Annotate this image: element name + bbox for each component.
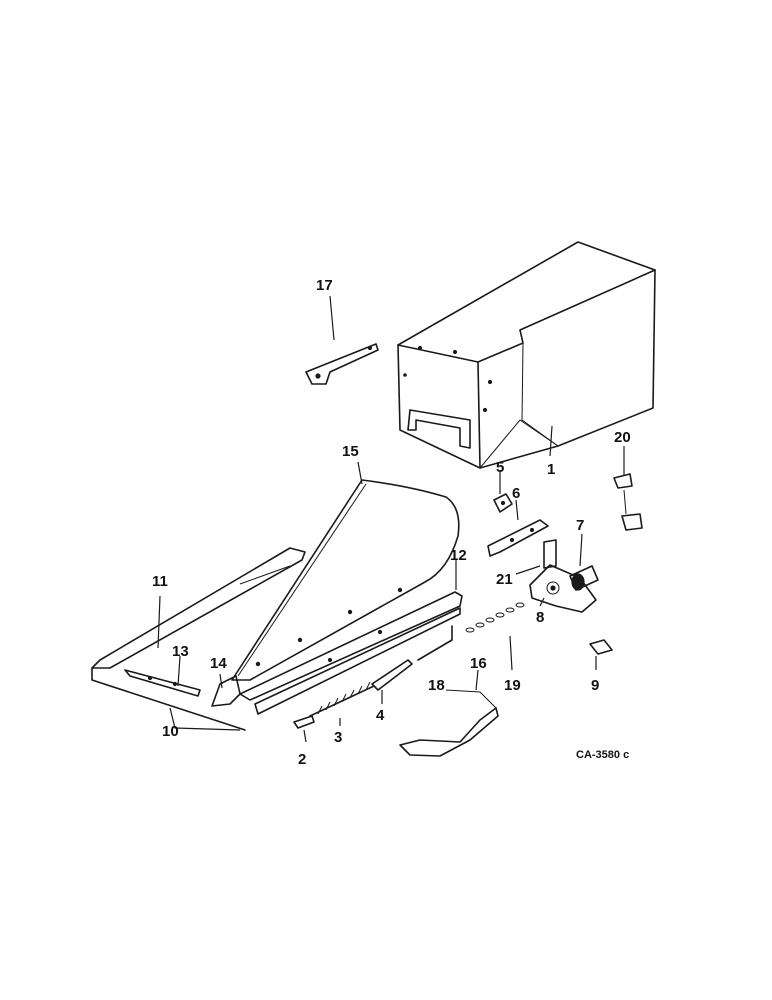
callout-2: 2: [298, 751, 306, 768]
part-plate-9: [589, 639, 613, 655]
callout-13: 13: [172, 643, 189, 660]
part-side-rail-12: [239, 591, 463, 715]
drawing-code: CA-3580 c: [576, 749, 629, 761]
part-rod-18: [417, 625, 453, 661]
callout-5: 5: [496, 459, 504, 476]
part-point-14: [211, 675, 241, 707]
part-chain-19: [465, 602, 525, 633]
part-hardware-20: [613, 473, 643, 531]
leader-lines: [157, 295, 625, 743]
part-plate-21: [543, 539, 557, 569]
part-skid-16: [399, 689, 499, 757]
callout-8: 8: [536, 609, 544, 626]
callout-16: 16: [470, 655, 487, 672]
callout-20: 20: [614, 429, 631, 446]
part-cone-shield: [231, 479, 460, 681]
callout-9: 9: [591, 677, 599, 694]
part-base-frame: [91, 547, 306, 731]
part-pin-2: [293, 715, 315, 729]
part-roller-7: [569, 565, 599, 591]
callout-1: 1: [547, 461, 555, 478]
callout-18: 18: [428, 677, 445, 694]
callout-labels: 17 1 15 11 12 13 14 10 2 3 4 5 6 7 21 8 …: [152, 277, 631, 768]
part-bracket-17: [305, 343, 379, 385]
callout-4: 4: [376, 707, 385, 724]
part-hood-housing: [397, 241, 656, 469]
callout-11: 11: [152, 573, 168, 590]
callout-21: 21: [496, 571, 513, 588]
part-bracket-6: [487, 519, 549, 557]
callout-19: 19: [504, 677, 521, 694]
callout-7: 7: [576, 517, 584, 534]
callout-15: 15: [342, 443, 359, 460]
part-gearbox-8: [529, 564, 597, 613]
callout-3: 3: [334, 729, 342, 746]
part-rod-4: [371, 659, 413, 691]
part-bracket-5: [493, 493, 513, 513]
callout-12: 12: [450, 547, 467, 564]
callout-6: 6: [512, 485, 520, 502]
callout-17: 17: [316, 277, 333, 294]
callout-10: 10: [162, 723, 179, 740]
callout-14: 14: [210, 655, 227, 672]
part-spring-3: [309, 681, 375, 717]
